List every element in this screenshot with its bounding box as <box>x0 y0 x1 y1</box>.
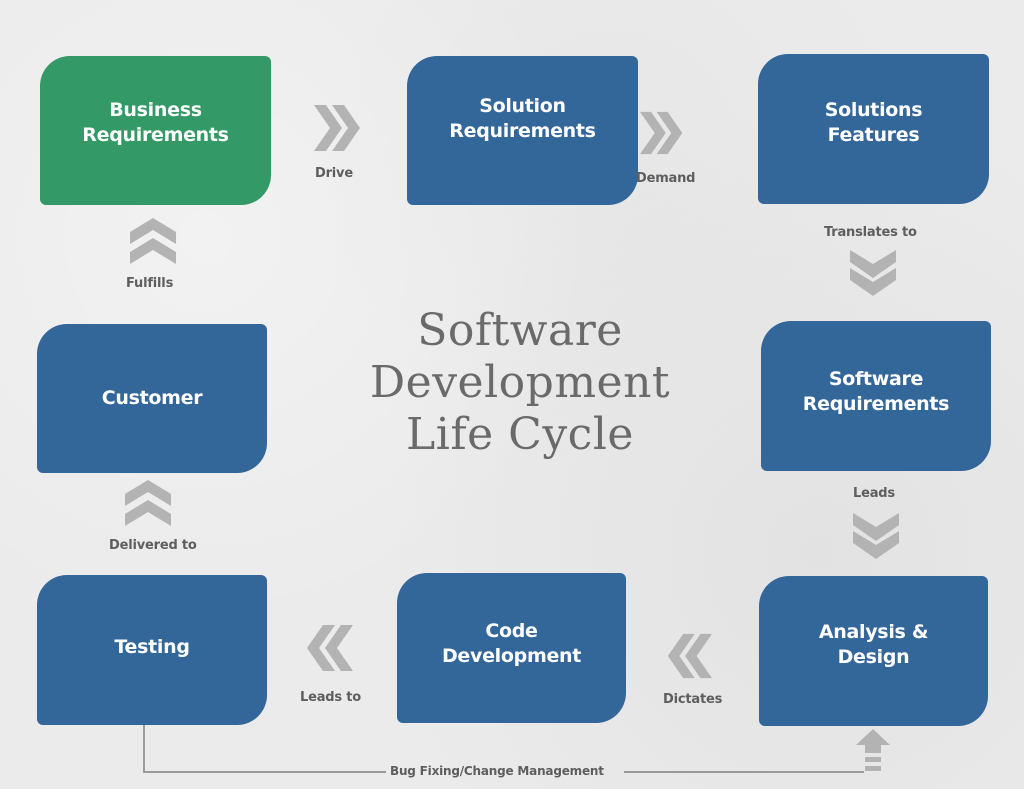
node-label-line-1: Code <box>485 620 538 642</box>
node-label-line-1: Software <box>828 368 924 390</box>
feedback-line-right <box>624 771 864 773</box>
node-label-line-2: Development <box>441 645 582 667</box>
node-label-line-1: Solutions <box>824 99 923 121</box>
node-label-line-1: Analysis & <box>818 621 929 643</box>
double-chevron-left-icon <box>307 625 353 671</box>
double-chevron-up-icon <box>130 218 176 264</box>
feedback-line-vertical <box>143 725 145 772</box>
node-testing: Testing <box>37 575 267 725</box>
node-label-line-2: Requirements <box>449 120 596 142</box>
feedback-line-left <box>143 771 386 773</box>
title-line-3: Life Cycle <box>406 409 634 460</box>
edge-label-translates-to: Translates to <box>824 225 917 240</box>
up-arrow-icon <box>856 729 890 771</box>
edge-label-leads: Leads <box>853 486 895 501</box>
node-label-line-2: Features <box>827 124 920 146</box>
double-chevron-down-icon <box>850 250 896 296</box>
node-code-development: Code Development <box>397 573 626 723</box>
node-label-line-2: Design <box>837 646 910 668</box>
edge-label-bug-fixing: Bug Fixing/Change Management <box>390 764 604 778</box>
node-solution-requirements: Solution Requirements <box>407 56 638 205</box>
node-software-requirements: Software Requirements <box>761 321 991 471</box>
edge-label-leads-to: Leads to <box>300 690 361 705</box>
edge-label-fulfills: Fulfills <box>126 276 174 291</box>
double-chevron-right-icon <box>640 111 683 155</box>
node-label-line-1: Solution <box>479 95 566 117</box>
node-label-line-1: Business <box>109 99 202 121</box>
edge-label-demand: Demand <box>636 171 696 186</box>
double-chevron-up-icon <box>125 480 171 526</box>
diagram-title: Software Development Life Cycle <box>330 305 710 461</box>
title-line-1: Software <box>417 305 623 356</box>
node-analysis-design: Analysis & Design <box>759 576 988 726</box>
edge-label-delivered-to: Delivered to <box>109 538 197 553</box>
node-label-line-1: Testing <box>114 636 190 658</box>
node-label-line-2: Requirements <box>82 124 229 146</box>
node-label-line-2: Requirements <box>802 393 950 415</box>
double-chevron-right-icon <box>314 105 360 151</box>
node-customer: Customer <box>37 324 267 473</box>
edge-label-dictates: Dictates <box>663 692 723 707</box>
double-chevron-left-icon <box>667 633 712 679</box>
title-line-2: Development <box>369 357 671 408</box>
node-label-line-1: Customer <box>101 387 203 409</box>
edge-label-drive: Drive <box>315 166 353 181</box>
double-chevron-down-icon <box>853 513 899 559</box>
node-business-requirements: Business Requirements <box>40 56 271 205</box>
node-solutions-features: Solutions Features <box>758 54 989 204</box>
